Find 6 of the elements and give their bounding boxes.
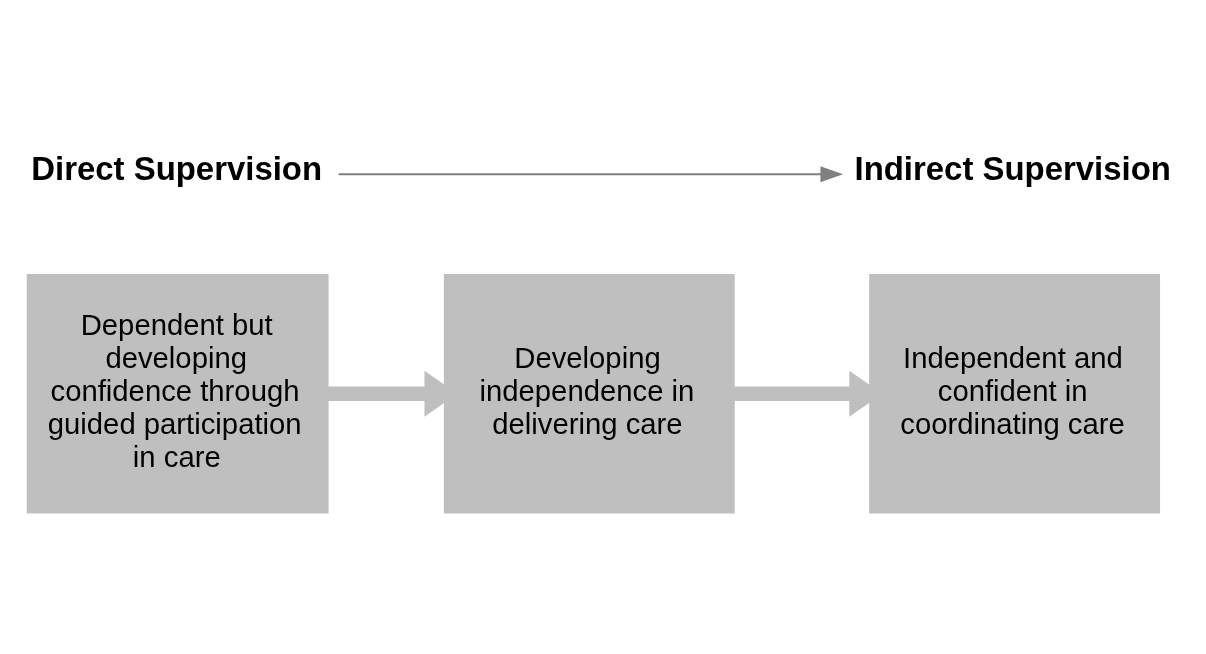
node-box: Dependent but developing confidence through guided participation in care xyxy=(26,273,329,514)
node-text: Indirect Supervision xyxy=(854,150,1171,188)
node-box: Developing independence in delivering care xyxy=(443,273,735,514)
node-text: Direct Supervision xyxy=(31,150,323,188)
arrow xyxy=(338,166,844,183)
node-box: Independent and confident in coordinating care xyxy=(869,273,1161,514)
